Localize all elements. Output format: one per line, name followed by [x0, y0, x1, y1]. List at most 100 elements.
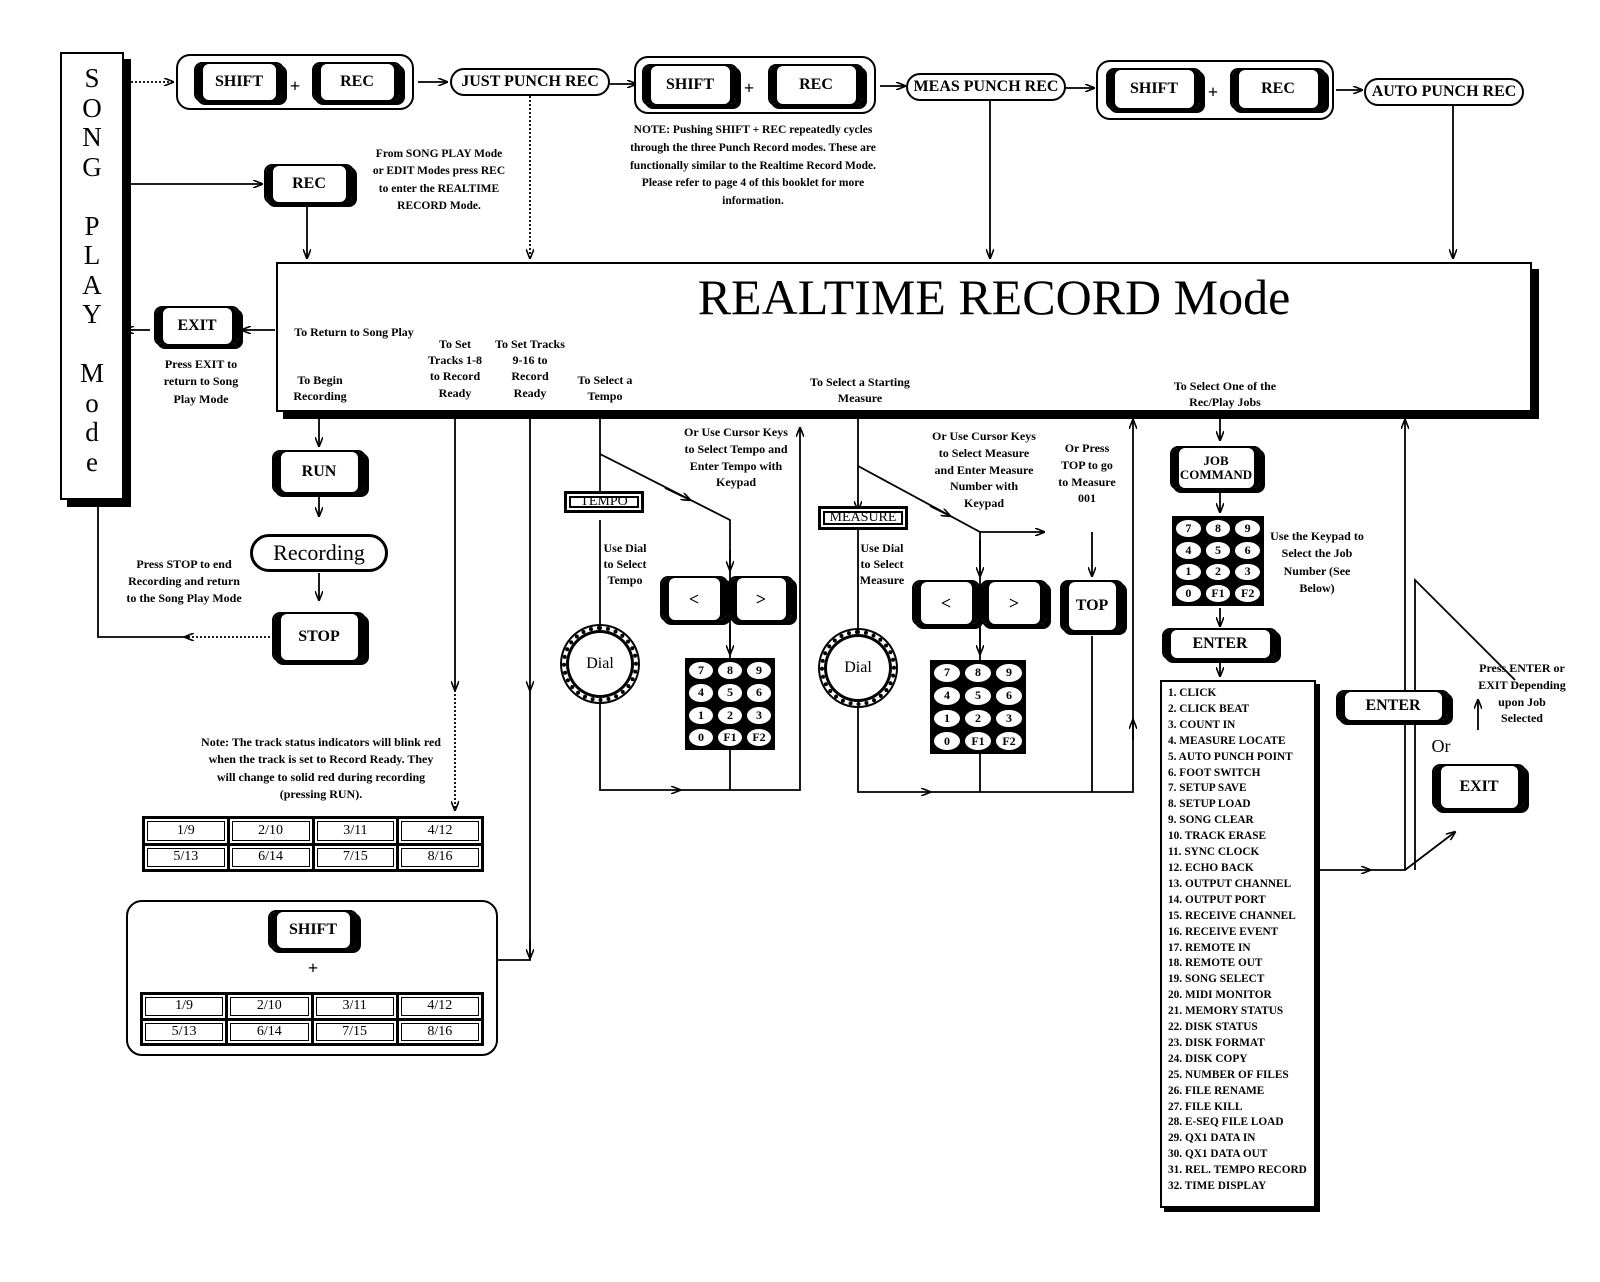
run-button[interactable]: RUN [272, 450, 366, 494]
keypad-key[interactable]: 8 [1204, 519, 1232, 538]
track-button[interactable]: 1/9 [143, 995, 226, 1018]
keypad-key[interactable]: 2 [964, 708, 992, 729]
rec-button-enter[interactable]: REC [264, 164, 354, 204]
keypad-key[interactable]: F2 [1234, 584, 1261, 603]
keypad-key[interactable]: F1 [1204, 584, 1232, 603]
song-play-letter [62, 330, 122, 360]
keypad-key[interactable]: 7 [1175, 519, 1202, 538]
keypad-key[interactable]: F1 [964, 731, 992, 751]
track-button[interactable]: 1/9 [145, 819, 227, 843]
keypad-key[interactable]: 2 [1204, 562, 1232, 582]
keypad-key[interactable]: 0 [1175, 584, 1202, 603]
recording-state: Recording [250, 534, 388, 572]
song-play-letter: A [82, 269, 102, 300]
job-command-button[interactable]: JOB COMMAND [1170, 446, 1262, 490]
shift-button-3[interactable]: SHIFT [1106, 68, 1202, 110]
shift-button-1[interactable]: SHIFT [194, 62, 284, 102]
keypad-key[interactable]: F2 [995, 731, 1023, 751]
job-list-item: 28. E-SEQ FILE LOAD [1168, 1116, 1284, 1129]
keypad-key[interactable]: 4 [688, 683, 714, 703]
track-button[interactable]: 5/13 [143, 1020, 226, 1043]
keypad-key[interactable]: 1 [688, 705, 714, 725]
keypad-key[interactable]: 7 [688, 661, 714, 681]
keypad-key[interactable]: 3 [995, 708, 1023, 729]
shift-button-tracks[interactable]: SHIFT [268, 910, 358, 950]
track-button[interactable]: 2/10 [229, 819, 312, 843]
keypad-key[interactable]: 6 [1234, 540, 1261, 560]
job-list-item: 2. CLICK BEAT [1168, 702, 1250, 715]
cursor-left-button-measure[interactable]: < [912, 580, 980, 626]
keypad-key[interactable]: 8 [717, 661, 743, 681]
track-button[interactable]: 8/16 [398, 1020, 481, 1043]
enter-button-job[interactable]: ENTER [1162, 628, 1278, 660]
track-button[interactable]: 6/14 [228, 1020, 311, 1043]
keypad-key[interactable]: 6 [995, 685, 1023, 706]
stop-button[interactable]: STOP [272, 612, 366, 662]
keypad-key[interactable]: F1 [717, 727, 743, 747]
to-return-label: To Return to Song Play [294, 325, 414, 339]
shift-rec-cycle-note: NOTE: Pushing SHIFT + REC repeatedly cyc… [629, 124, 877, 208]
keypad-key[interactable]: 1 [1175, 562, 1202, 582]
keypad-key[interactable]: 0 [688, 727, 714, 747]
measure-tag: MEASURE [818, 506, 908, 530]
track-button[interactable]: 4/12 [398, 995, 481, 1018]
track-button[interactable]: 7/15 [314, 845, 397, 869]
measure-dial[interactable]: Dial [820, 630, 896, 706]
song-play-letter: d [85, 417, 99, 447]
keypad-key[interactable]: 4 [933, 685, 961, 706]
job-list-item: 5. AUTO PUNCH POINT [1168, 750, 1293, 763]
keypad-key[interactable]: 9 [1234, 519, 1261, 538]
keypad-key[interactable]: 1 [933, 708, 961, 729]
rec-button-2[interactable]: REC [768, 64, 864, 106]
keypad-key[interactable]: 0 [933, 731, 961, 751]
keypad-key[interactable]: 5 [717, 683, 743, 703]
track-button[interactable]: 6/14 [229, 845, 312, 869]
keypad-key[interactable]: F2 [746, 727, 772, 747]
track-button[interactable]: 3/11 [314, 819, 397, 843]
tempo-dial[interactable]: Dial [562, 626, 638, 702]
keypad-key[interactable]: 8 [964, 663, 992, 683]
song-play-letter: e [86, 446, 98, 477]
track-button[interactable]: 7/15 [313, 1020, 396, 1043]
press-stop-note: Press STOP to end Recording and return t… [126, 557, 242, 605]
exit-button-left[interactable]: EXIT [154, 306, 240, 346]
track-button[interactable]: 8/16 [399, 845, 481, 869]
keypad-key[interactable]: 3 [746, 705, 772, 725]
cursor-right-button-measure[interactable]: > [980, 580, 1048, 626]
rec-button-3[interactable]: REC [1230, 68, 1326, 110]
keypad-key[interactable]: 5 [1204, 540, 1232, 560]
track-button[interactable]: 3/11 [313, 995, 396, 1018]
tracks-1-8-label: To Set Tracks 1-8 to Record Ready [427, 337, 483, 400]
plus-sign-2: + [743, 78, 755, 98]
keypad-key[interactable]: 9 [995, 663, 1023, 683]
keypad-key[interactable]: 7 [933, 663, 961, 683]
rec-from-song-play-note: From SONG PLAY Mode or EDIT Modes press … [372, 148, 506, 212]
keypad-key[interactable]: 9 [746, 661, 772, 681]
keypad-key[interactable]: 2 [717, 705, 743, 725]
enter-button-right[interactable]: ENTER [1336, 690, 1450, 722]
exit-button-right[interactable]: EXIT [1432, 764, 1526, 810]
keypad-key[interactable]: 4 [1175, 540, 1202, 560]
track-button[interactable]: 4/12 [399, 819, 481, 843]
job-list-item: 7. SETUP SAVE [1168, 782, 1247, 795]
top-button[interactable]: TOP [1060, 580, 1124, 632]
cursor-right-button-tempo[interactable]: > [728, 576, 794, 622]
cursor-left-button-tempo[interactable]: < [660, 576, 728, 622]
job-list-item: 12. ECHO BACK [1168, 861, 1254, 874]
track-button[interactable]: 5/13 [145, 845, 227, 869]
tracks-9-16-label: To Set Tracks 9-16 to Record Ready [495, 337, 565, 400]
job-list-item: 3. COUNT IN [1168, 718, 1236, 731]
rec-button-1[interactable]: REC [312, 62, 402, 102]
keypad-key[interactable]: 6 [746, 683, 772, 703]
job-list-item: 19. SONG SELECT [1168, 973, 1265, 986]
track-button[interactable]: 2/10 [228, 995, 311, 1018]
shift-button-2[interactable]: SHIFT [642, 64, 738, 106]
song-play-letter: P [84, 210, 100, 241]
job-list-item: 31. REL. TEMPO RECORD [1168, 1164, 1307, 1177]
or-label: Or [1431, 736, 1451, 756]
keypad-key[interactable]: 3 [1234, 562, 1261, 582]
keypad-key[interactable]: 5 [964, 685, 992, 706]
